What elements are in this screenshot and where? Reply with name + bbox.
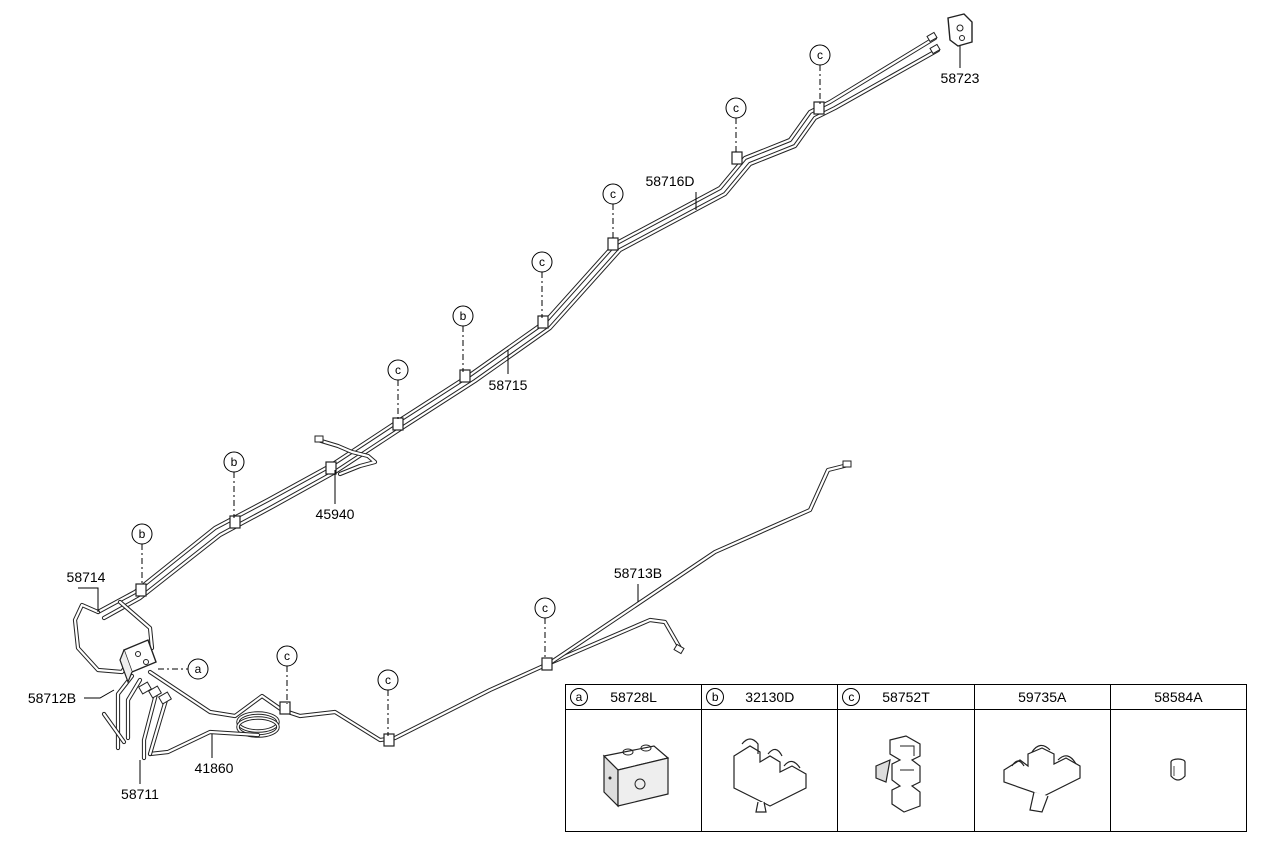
part-column-b: b 32130D	[702, 685, 839, 831]
svg-text:c: c	[284, 649, 290, 663]
circle-markers: c c c c b c b b c c c a	[131, 44, 831, 691]
left-fittings	[101, 31, 941, 761]
part-header: c 58752T	[838, 685, 974, 710]
parts-legend-table: a 58728L b 32130D	[565, 684, 1247, 832]
part-header: b 32130D	[702, 685, 838, 710]
part-illustration	[1111, 710, 1246, 831]
part-letter-badge: c	[842, 688, 861, 706]
part-header: a 58728L	[566, 685, 702, 710]
part-column-59735A: 59735A	[974, 685, 1111, 831]
marker-b: b	[452, 305, 474, 327]
part-header: 59735A	[974, 685, 1110, 710]
svg-text:a: a	[195, 662, 202, 676]
pipe-clip-icon	[733, 737, 807, 813]
part-column-58584A: 58584A	[1110, 685, 1247, 831]
part-header: 58584A	[1110, 685, 1247, 710]
part-number: 58752T	[882, 689, 930, 705]
callout-leaders	[78, 46, 961, 784]
callout-58711: 58711	[121, 786, 159, 802]
marker-a: a	[187, 658, 209, 680]
marker-c: c	[377, 669, 399, 691]
svg-text:c: c	[817, 48, 823, 62]
svg-text:b: b	[231, 455, 238, 469]
part-letter-badge: a	[570, 688, 588, 706]
marker-leaders	[141, 65, 821, 736]
plug-icon	[1170, 757, 1187, 781]
pipe-clip-icon	[875, 734, 921, 813]
marker-b: b	[131, 523, 153, 545]
callout-58716D: 58716D	[645, 173, 694, 189]
part-illustration	[975, 710, 1110, 831]
svg-text:b: b	[460, 309, 467, 323]
block-icon	[602, 744, 669, 807]
svg-text:c: c	[610, 187, 616, 201]
pipe-clip-icon	[1003, 744, 1081, 813]
marker-c: c	[725, 97, 747, 119]
pipe-clips	[135, 101, 825, 747]
marker-c: c	[534, 597, 556, 619]
part-illustration	[566, 710, 701, 831]
part-number: 32130D	[745, 689, 795, 705]
part-number: 58584A	[1154, 689, 1203, 705]
svg-text:c: c	[539, 255, 545, 269]
marker-c: c	[809, 44, 831, 66]
part-column-a: a 58728L	[566, 685, 703, 831]
part-illustration	[838, 710, 973, 831]
part-letter-badge: b	[706, 688, 725, 706]
marker-b: b	[223, 451, 245, 473]
svg-text:c: c	[542, 601, 548, 615]
left-loop-pipe	[72, 599, 155, 675]
part-column-c: c 58752T	[838, 685, 975, 831]
svg-text:b: b	[139, 527, 146, 541]
callout-58712B: 58712B	[28, 690, 76, 706]
bracket-58723	[947, 13, 973, 47]
part-number: 59735A	[1018, 689, 1067, 705]
marker-c: c	[276, 645, 298, 667]
callout-45940: 45940	[316, 506, 355, 522]
callout-41860: 41860	[195, 760, 234, 776]
part-illustration	[702, 710, 837, 831]
upper-pipe-bundle	[95, 35, 941, 621]
callout-58713B: 58713B	[614, 565, 662, 581]
lower-pipe	[147, 462, 851, 757]
part-callouts: 58723 58716D 58715 45940 58714 58713B 58…	[28, 70, 980, 802]
marker-c: c	[387, 359, 409, 381]
callout-58714: 58714	[67, 569, 106, 585]
marker-c: c	[531, 251, 553, 273]
svg-text:c: c	[385, 673, 391, 687]
callout-58715: 58715	[489, 377, 528, 393]
callout-58723: 58723	[941, 70, 980, 86]
marker-c: c	[602, 183, 624, 205]
part-number: 58728L	[610, 689, 657, 705]
svg-text:c: c	[733, 101, 739, 115]
svg-text:c: c	[395, 363, 401, 377]
